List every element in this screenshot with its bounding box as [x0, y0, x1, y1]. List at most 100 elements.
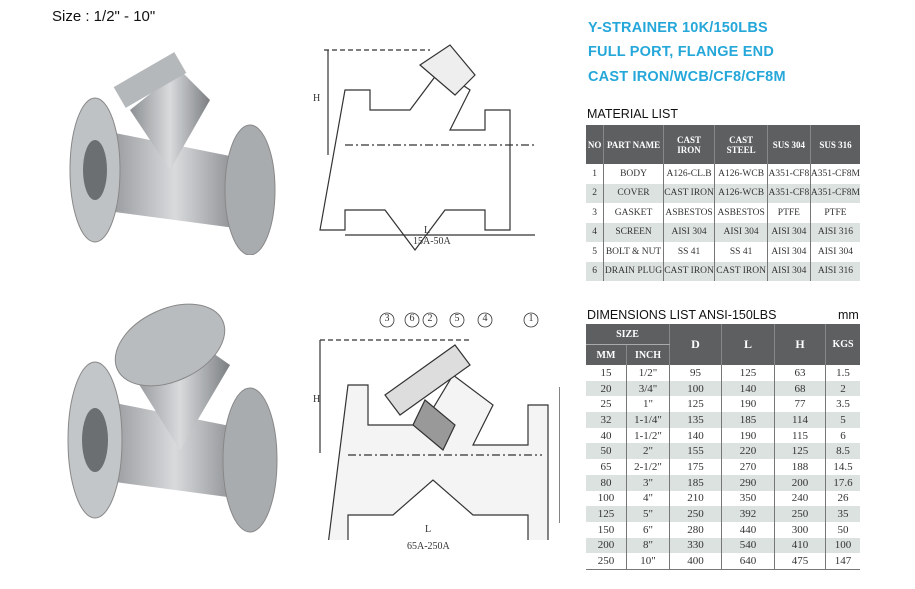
table-cell: A351-CF8: [766, 164, 811, 184]
table-cell: CAST IRON: [662, 261, 715, 281]
table-cell: 640: [721, 553, 775, 570]
table-cell: PTFE: [809, 203, 860, 223]
table-cell: 5": [626, 506, 670, 522]
col-header: H: [774, 324, 826, 365]
table-cell: 125: [669, 396, 722, 413]
table-cell: 2-1/2": [626, 459, 670, 475]
col-header: INCH: [626, 344, 670, 365]
table-cell: 330: [669, 537, 722, 554]
table-cell: 140: [669, 427, 722, 444]
table-cell: 185: [669, 474, 722, 491]
table-cell: SS 41: [714, 242, 768, 262]
table-cell: 6: [586, 261, 604, 281]
col-header: PART NAME: [603, 125, 664, 164]
table-cell: A351-CF8: [766, 183, 811, 203]
table-cell: 14.5: [825, 459, 860, 475]
col-header: L: [721, 324, 775, 365]
table-cell: 2: [825, 380, 860, 397]
unit-label: mm: [838, 308, 859, 322]
strainer-photo-large: [67, 303, 278, 533]
table-cell: 125: [586, 506, 627, 522]
table-cell: 17.6: [825, 474, 860, 491]
table-cell: 140: [721, 380, 775, 397]
drawing-15a-50a: [319, 44, 535, 251]
table-cell: 475: [774, 553, 826, 570]
col-header: D: [669, 324, 722, 365]
table-cell: 10": [626, 553, 670, 570]
table-cell: 5: [825, 412, 860, 428]
table-cell: 115: [774, 427, 826, 444]
table-cell: 155: [669, 443, 722, 460]
dim-l-label: L: [424, 225, 431, 236]
table-cell: 63: [774, 365, 826, 381]
table-cell: 5: [592, 246, 598, 257]
table-cell: 68: [774, 380, 826, 397]
table-cell: 125: [721, 365, 775, 381]
table-cell: 190: [721, 427, 775, 444]
table-cell: 135: [669, 412, 722, 428]
table-cell: 6": [626, 521, 670, 538]
dim-l-label: L: [425, 524, 432, 535]
table-cell: 1-1/2": [626, 427, 670, 444]
table-cell: AISI 304: [809, 242, 860, 262]
table-cell: 1: [592, 168, 598, 179]
table-cell: COVER: [603, 183, 664, 203]
table-cell: 100: [669, 380, 722, 397]
col-header: CAST STEEL: [714, 125, 768, 164]
dimensions-list-title: DIMENSIONS LIST ANSI-150LBS: [587, 308, 777, 322]
table-cell: A351-CF8M: [809, 164, 860, 184]
table-cell: AISI 304: [766, 242, 811, 262]
table-cell: 200: [586, 537, 627, 554]
table-cell: 220: [721, 443, 775, 460]
table-cell: AISI 316: [809, 222, 860, 242]
table-cell: 3": [626, 474, 670, 491]
table-cell: 250: [669, 506, 722, 522]
col-header: CAST IRON: [662, 125, 715, 164]
table-cell: 100: [825, 537, 860, 554]
table-cell: 95: [669, 365, 722, 381]
size-range-label: Size : 1/2" - 10": [52, 8, 156, 25]
table-cell: 150: [597, 523, 615, 536]
callout-3: 3: [384, 313, 390, 324]
table-cell: 65: [600, 460, 612, 473]
table-cell: AISI 304: [766, 261, 811, 281]
table-cell: 100: [597, 492, 615, 505]
table-cell: 240: [774, 490, 826, 507]
table-cell: A126-WCB: [714, 183, 768, 203]
table-cell: BOLT & NUT: [603, 242, 664, 262]
table-cell: 1.5: [825, 365, 860, 381]
table-cell: AISI 304: [714, 222, 768, 242]
col-header: KGS: [825, 324, 860, 365]
table-cell: 188: [774, 459, 826, 475]
drawing-65a-250a: [319, 312, 560, 540]
table-cell: 50: [586, 443, 627, 460]
table-cell: 147: [825, 553, 860, 570]
col-header: SUS 316: [809, 125, 860, 164]
material-table: NO PART NAME CAST IRON CAST STEEL SUS 30…: [586, 125, 860, 281]
table-cell: 77: [774, 396, 826, 413]
table-cell: A351-CF8M: [809, 183, 860, 203]
table-cell: 3.5: [825, 396, 860, 413]
product-title-line-3: CAST IRON/WCB/CF8/CF8M: [588, 69, 786, 85]
table-cell: 26: [825, 490, 860, 507]
table-cell: 8.5: [825, 443, 860, 460]
table-cell: ASBESTOS: [714, 203, 768, 223]
table-cell: PTFE: [766, 203, 811, 223]
table-cell: 32: [586, 412, 627, 428]
table-cell: 280: [669, 521, 722, 538]
table-cell: 50: [825, 521, 860, 538]
